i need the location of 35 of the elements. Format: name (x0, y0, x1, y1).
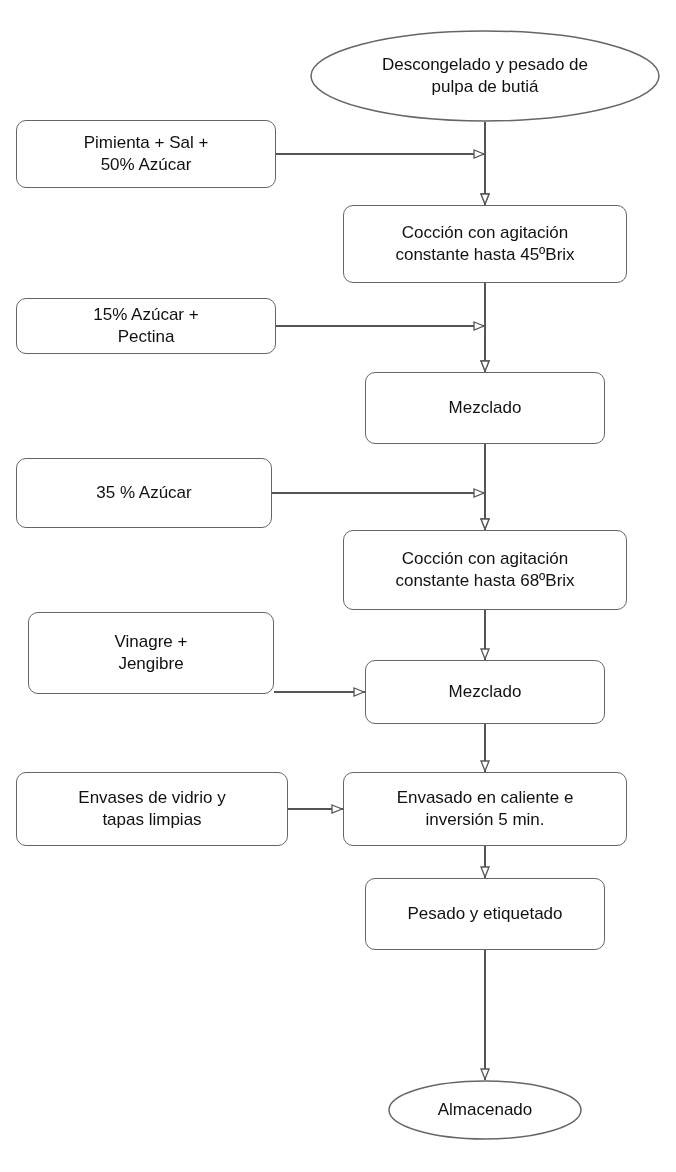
step-text: Envasado en caliente e inversión 5 min. (395, 786, 575, 831)
terminal-ellipse (388, 1080, 582, 1140)
arrow (275, 149, 490, 206)
step-text: Descongelado y pesado de pulpa de butiá (380, 53, 589, 98)
arrow (275, 321, 490, 373)
process-box (16, 120, 276, 188)
process-box (16, 772, 288, 846)
step-text: Mezclado (447, 680, 523, 703)
step-text: Mezclado (447, 396, 523, 419)
arrow (480, 845, 490, 879)
arrow (480, 723, 490, 773)
arrow (480, 609, 490, 661)
arrow (480, 949, 490, 1081)
process-box (343, 772, 627, 846)
arrow (287, 804, 344, 814)
step-text: Vinagre + Jengibre (113, 630, 189, 675)
process-box (28, 612, 274, 694)
process-box (343, 530, 627, 610)
step-text: Cocción con agitación constante hasta 45ºBrix (394, 221, 576, 266)
process-box (365, 372, 605, 444)
step-text: Pimienta + Sal + 50% Azúcar (82, 131, 210, 176)
step-text: 15% Azúcar + Pectina (92, 303, 200, 348)
process-box (16, 298, 276, 354)
arrow (271, 488, 490, 531)
step-text: Envases de vidrio y tapas limpias (77, 786, 227, 831)
process-box (365, 878, 605, 950)
step-text: 35 % Azúcar (95, 481, 193, 504)
step-text: Almacenado (436, 1098, 534, 1121)
terminal-ellipse (310, 30, 660, 122)
step-text: Cocción con agitación constante hasta 68ºBrix (394, 547, 576, 592)
process-box (365, 660, 605, 724)
step-text: Pesado y etiquetado (406, 902, 564, 925)
arrow (273, 687, 366, 697)
process-box (16, 458, 272, 528)
process-box (343, 205, 627, 283)
